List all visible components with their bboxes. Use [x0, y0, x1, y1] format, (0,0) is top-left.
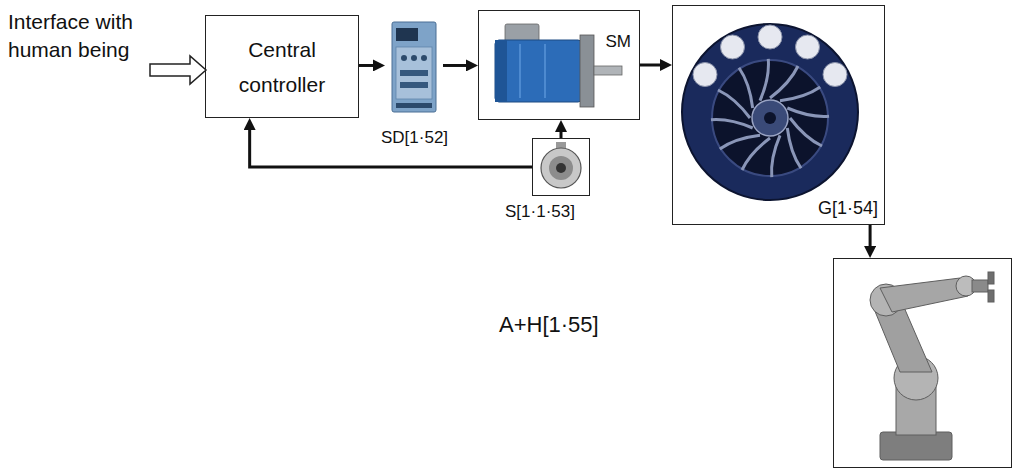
signal-arrow — [359, 64, 373, 67]
encoder-picture — [541, 142, 581, 188]
part-label: SD[1·52] — [381, 127, 448, 148]
component-box: S[1·1·53] — [532, 138, 590, 196]
servo-motor-picture — [495, 24, 622, 107]
component-box: A+H[1·55] — [833, 258, 1012, 468]
interface-label: Interface with human being — [8, 8, 178, 64]
signal-arrow — [640, 64, 660, 67]
hollow-arrow — [150, 56, 206, 84]
component-box: G[1·54] — [672, 5, 885, 225]
box-title: Central controller — [206, 32, 358, 102]
part-label: G[1·54] — [818, 197, 878, 220]
component-box: SM — [478, 10, 640, 120]
signal-arrow — [869, 225, 872, 246]
part-label: S[1·1·53] — [505, 201, 575, 222]
robot-arm-picture — [870, 272, 994, 460]
part-label: SM — [606, 31, 632, 52]
part-label: A+H[1·55] — [499, 311, 599, 339]
component-box: Central controller — [205, 15, 359, 118]
servo-drive-picture — [392, 22, 436, 112]
gear-picture — [682, 24, 858, 200]
component-area: SD[1·52] — [385, 15, 443, 118]
signal-arrow — [443, 64, 466, 67]
